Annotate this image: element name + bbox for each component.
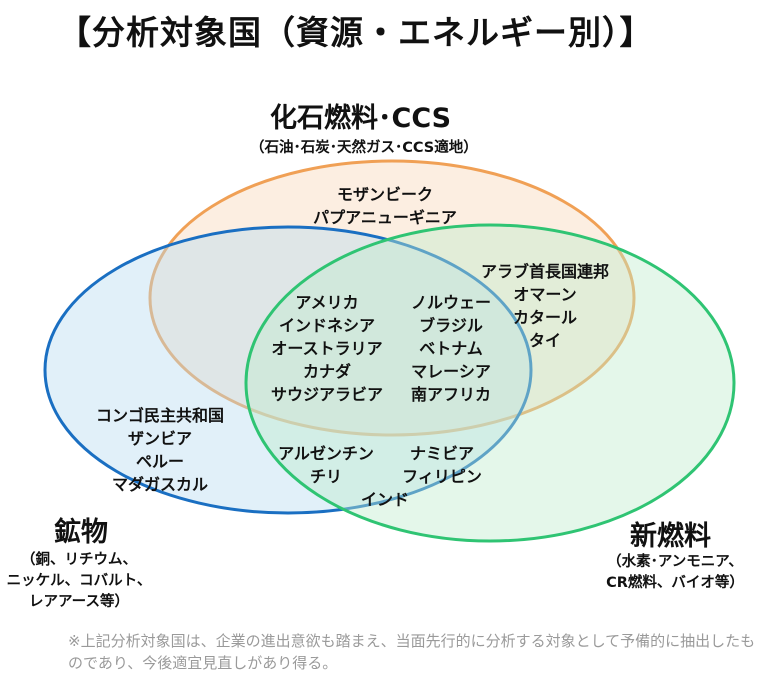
new-fuel-detail-line: CR燃料、バイオ等） [606, 575, 744, 591]
country-item: インド [360, 490, 409, 509]
country-item: マダガスカル [111, 475, 208, 494]
country-item: モザンビーク [336, 185, 433, 204]
country-item: アルゼンチン [278, 444, 374, 463]
minerals-circle [43, 225, 533, 515]
region-fossil-only: モザンビーク パプアニューギニア [300, 183, 470, 229]
minerals-detail-line: ニッケル、コバルト、 [6, 573, 152, 589]
page-title: 【分析対象国（資源・エネルギー別）】 [58, 13, 654, 52]
country-item: 南アフリカ [410, 385, 491, 404]
country-item: インドネシア [278, 316, 375, 335]
country-item: サウジアラビア [270, 385, 383, 404]
country-item: チリ [309, 467, 342, 486]
country-item: マレーシア [411, 362, 491, 381]
country-item: ノルウェー [410, 293, 491, 312]
country-item: パプアニューギニア [313, 208, 457, 227]
country-item: カナダ [302, 362, 351, 381]
region-minerals-only: コンゴ民主共和国 ザンビア ペルー マダガスカル [80, 404, 240, 496]
minerals-detail: （銅、リチウム、 ニッケル、コバルト、 レアアース等） [4, 550, 154, 613]
fossil-fuel-label: 化石燃料･CCS [270, 103, 452, 134]
country-item: アメリカ [295, 293, 359, 312]
country-item: コンゴ民主共和国 [95, 406, 224, 425]
minerals-detail-line: （銅、リチウム、 [21, 552, 137, 568]
country-item: ナミビア [409, 444, 474, 463]
country-item: アラブ首長国連邦 [480, 262, 609, 281]
footnote: ※上記分析対象国は、企業の進出意欲も踏まえ、当面先行的に分析する対象として予備的… [68, 632, 756, 672]
country-item: オマーン [513, 285, 577, 304]
minerals-label: 鉱物 [54, 517, 108, 548]
new-fuel-detail: （水素･アンモニア、 CR燃料、バイオ等） [590, 552, 760, 594]
country-item: ザンビア [127, 429, 192, 448]
region-all-three-left: アメリカ インドネシア オーストラリア カナダ サウジアラビア [262, 291, 392, 406]
region-all-three-right: ノルウェー ブラジル ベトナム マレーシア 南アフリカ [396, 291, 506, 406]
country-item: ペルー [135, 452, 184, 471]
region-minerals-newfuel-left: アルゼンチン チリ [266, 442, 386, 488]
region-minerals-newfuel-bottom: インド [350, 488, 420, 511]
fossil-fuel-circle [148, 159, 636, 437]
new-fuel-label: 新燃料 [630, 521, 711, 552]
country-item: ベトナム [419, 339, 483, 358]
fossil-fuel-detail: （石油･石炭･天然ガス･CCS適地） [250, 140, 478, 156]
minerals-detail-line: レアアース等） [29, 594, 129, 610]
country-item: フィリピン [402, 467, 482, 486]
region-minerals-newfuel-right: ナミビア フィリピン [392, 442, 492, 488]
country-item: タイ [528, 331, 561, 350]
country-item: ブラジル [419, 316, 483, 335]
new-fuel-detail-line: （水素･アンモニア、 [607, 554, 743, 570]
country-item: カタール [512, 308, 577, 327]
region-fossil-newfuel: アラブ首長国連邦 オマーン カタール タイ [470, 260, 620, 352]
country-item: オーストラリア [271, 339, 383, 358]
new-fuel-circle [244, 223, 736, 543]
